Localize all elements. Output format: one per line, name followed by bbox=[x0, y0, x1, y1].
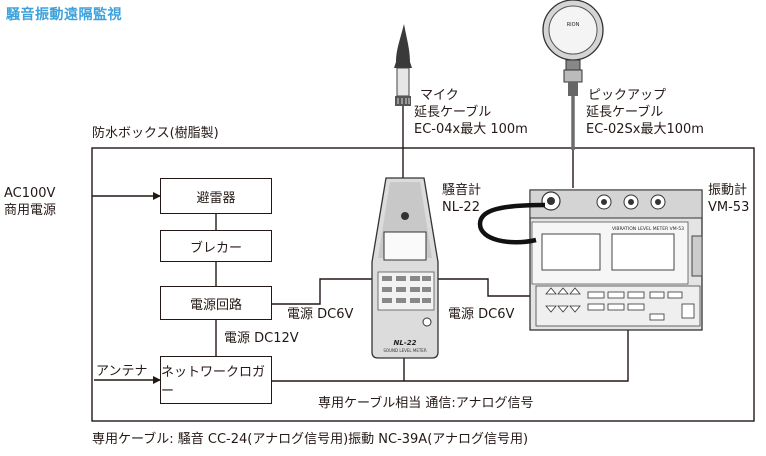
ext-cable-pickup-line1: 延長ケーブル bbox=[586, 105, 664, 120]
ext-cable-mic-line2: EC-04x最大 100m bbox=[414, 122, 528, 137]
ext-cable-mic-line1: 延長ケーブル bbox=[414, 105, 492, 120]
antenna-label: アンテナ bbox=[96, 364, 148, 379]
sound-meter-name: 騒音計 bbox=[442, 183, 482, 198]
enclosure-label: 防水ボックス(樹脂製) bbox=[92, 126, 219, 141]
comm-cable-label: 専用ケーブル相当 通信:アナログ信号 bbox=[318, 396, 534, 411]
pickup-face-text: RION bbox=[567, 22, 580, 28]
sound-meter-model: NL-22 bbox=[442, 200, 480, 215]
dc6v-left-wire bbox=[272, 278, 372, 305]
pickup-to-vm53-cable bbox=[477, 202, 546, 245]
vibration-level-meter-device bbox=[529, 189, 703, 331]
nl22-model-text: NL-22 bbox=[394, 339, 417, 347]
arrester-box: 避雷器 bbox=[160, 178, 272, 214]
sound-level-meter-device bbox=[371, 177, 439, 359]
ac-power-line2: 商用電源 bbox=[4, 203, 57, 218]
vib-meter-name: 振動計 bbox=[708, 183, 748, 198]
comm-cable bbox=[272, 330, 629, 382]
ext-cable-pickup-line2: EC-02Sx最大100m bbox=[586, 122, 704, 137]
nl22-sub-text: SOUND LEVEL METER bbox=[383, 348, 426, 353]
vm53-panel-text: VIBRATION LEVEL METER VM-53 bbox=[612, 226, 684, 232]
power-circuit-box: 電源回路 bbox=[160, 286, 272, 320]
power-dc12v-label: 電源 DC12V bbox=[224, 331, 299, 346]
breaker-box: ブレカー bbox=[160, 230, 272, 262]
vib-meter-model: VM-53 bbox=[708, 200, 750, 215]
enclosure-outline bbox=[91, 147, 755, 422]
pickup-icon bbox=[542, 0, 604, 96]
page-title: 騒音振動遠隔監視 bbox=[6, 7, 122, 23]
power-dc6v-left-label: 電源 DC6V bbox=[287, 307, 354, 322]
network-logger-box: ネットワークロガー bbox=[160, 356, 272, 404]
ac-power-line1: AC100V bbox=[4, 186, 56, 201]
dc6v-right-wire bbox=[436, 278, 532, 297]
footer-note: 専用ケーブル: 騒音 CC-24(アナログ信号用)振動 NC-39A(アナログ信… bbox=[92, 432, 529, 447]
mic-label: マイク bbox=[420, 88, 459, 103]
pickup-label: ピックアップ bbox=[588, 88, 667, 103]
power-dc6v-right-label: 電源 DC6V bbox=[448, 307, 515, 322]
microphone-icon bbox=[394, 24, 412, 106]
